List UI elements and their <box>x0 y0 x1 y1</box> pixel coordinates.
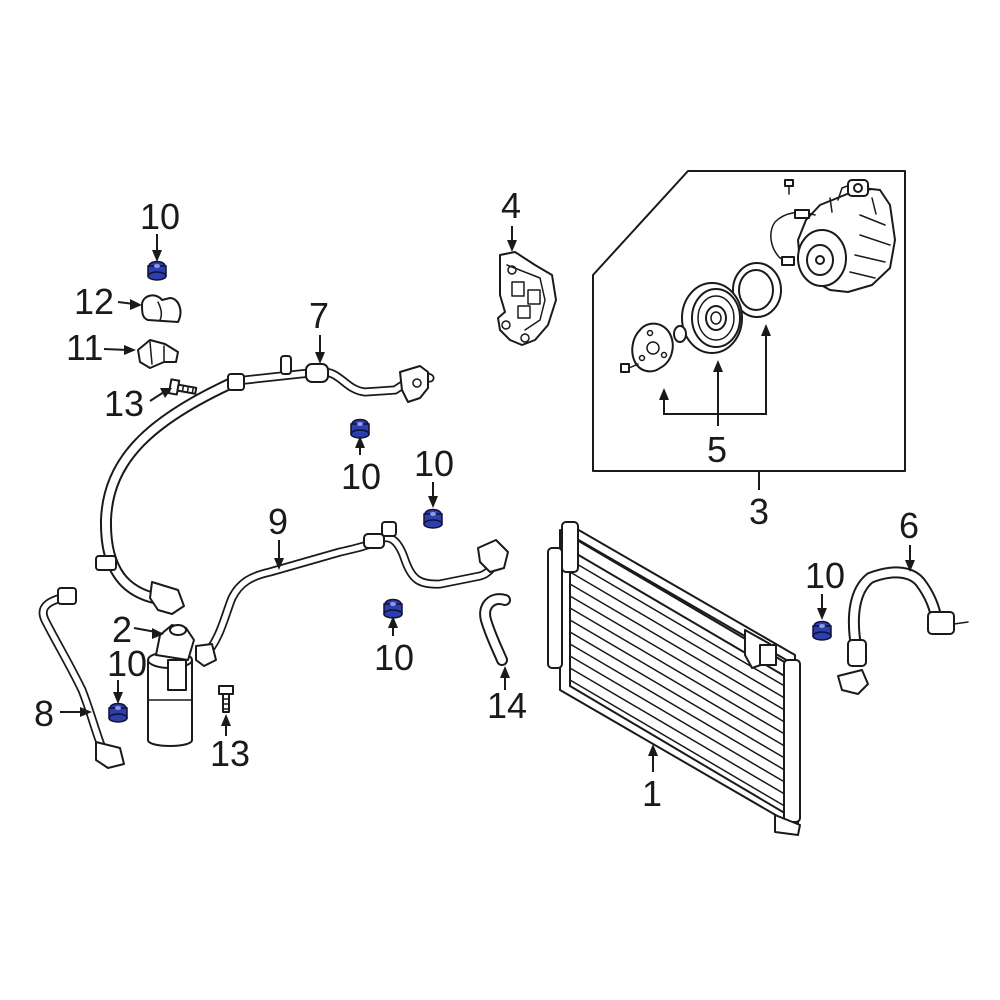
suction-hose <box>95 355 435 615</box>
part-5-leader <box>659 324 771 426</box>
hose-14 <box>479 593 511 666</box>
callout-7: 7 <box>309 295 329 336</box>
callout-14: 14 <box>487 685 527 726</box>
compressor-assembly <box>770 179 896 293</box>
callout-3: 3 <box>749 491 769 532</box>
callout-10-low: 10 <box>374 637 414 678</box>
bracket-11 <box>137 339 179 369</box>
callout-1: 1 <box>642 773 662 814</box>
callout-9: 9 <box>268 501 288 542</box>
callout-10-mid: 10 <box>341 456 381 497</box>
clutch-screw <box>620 363 639 373</box>
callout-11: 11 <box>66 327 103 368</box>
callout-6: 6 <box>899 505 919 546</box>
callout-10-right-mid: 10 <box>414 443 454 484</box>
bolt-13-upper <box>167 378 198 399</box>
callout-10-top: 10 <box>140 196 180 237</box>
clutch-pulley <box>681 282 743 354</box>
callout-12: 12 <box>74 281 114 322</box>
clamp-12 <box>141 294 182 323</box>
receiver-drier <box>147 624 195 747</box>
nut-10-top <box>147 260 167 281</box>
callout-5: 5 <box>707 429 727 470</box>
nut-10-mid <box>350 418 370 439</box>
bolt-13-lower <box>218 685 234 713</box>
condenser <box>547 521 801 836</box>
nut-10-left <box>108 702 128 723</box>
callout-10-right: 10 <box>805 555 845 596</box>
hose-6 <box>837 566 969 695</box>
nut-10-low <box>383 598 403 619</box>
discharge-pipe-8 <box>38 587 125 769</box>
callout-4: 4 <box>501 185 521 226</box>
callout-13-lower: 13 <box>210 733 250 774</box>
clutch-plate <box>631 322 674 373</box>
nut-10-right-mid <box>423 508 443 529</box>
shim-ring <box>673 325 687 343</box>
liquid-line <box>195 521 509 667</box>
callout-2: 2 <box>112 609 132 650</box>
mounting-bracket <box>497 251 557 346</box>
callout-10-left: 10 <box>107 643 147 684</box>
callout-8: 8 <box>34 693 54 734</box>
clutch-coil <box>732 262 782 318</box>
nut-10-right <box>812 620 832 641</box>
callout-13-upper: 13 <box>104 383 144 424</box>
